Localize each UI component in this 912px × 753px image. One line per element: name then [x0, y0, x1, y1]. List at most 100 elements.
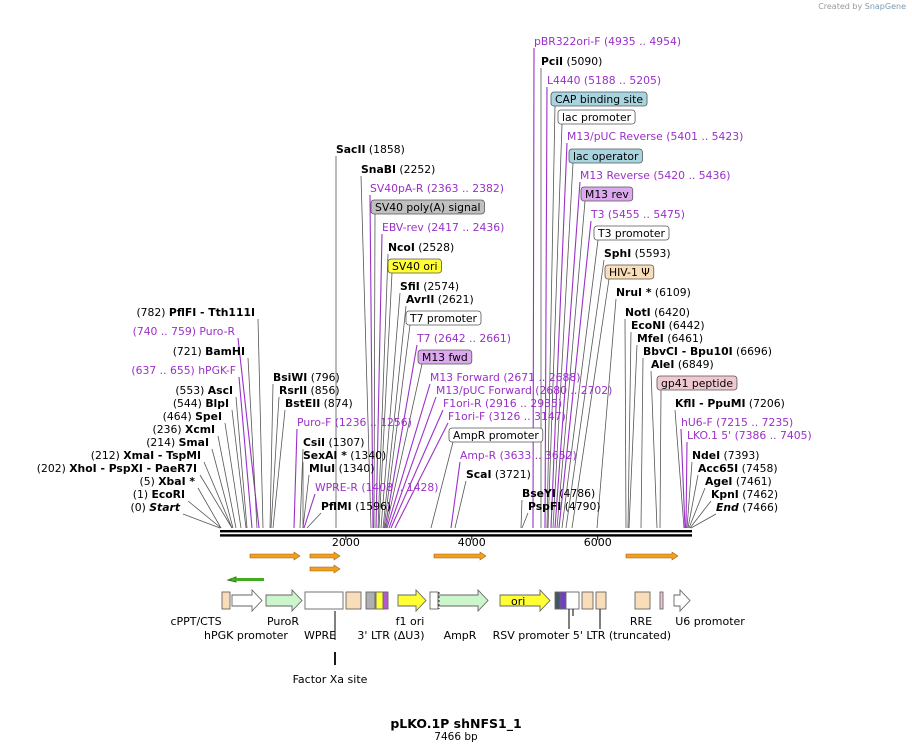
snapgene-brand: SnapGene [864, 2, 906, 11]
site-connector [550, 142, 568, 529]
label-ncoi: NcoI (2528) [377, 241, 454, 529]
svg-text:ScaI (3721): ScaI (3721) [466, 468, 531, 481]
label-acc65i: Acc65I (7458) [687, 462, 778, 529]
feature-gp41 [659, 591, 664, 610]
site-connector [238, 376, 253, 529]
orf-arrow [625, 551, 679, 561]
feature-label: T3 promoter [597, 227, 666, 240]
feature-badge [580, 186, 634, 202]
svg-text:NotI (6420): NotI (6420) [625, 306, 690, 319]
feature-name-3-ltr-u3: 3' LTR (ΔU3) [357, 629, 424, 642]
label-smai: (214) SmaI [146, 436, 234, 529]
label-pflmi: PflMI (1596) [306, 500, 391, 529]
svg-text:MluI (1340): MluI (1340) [309, 462, 375, 475]
label-f1ori-r: F1ori-R (2916 .. 2935) [390, 397, 562, 529]
label-m13-reverse: M13 Reverse (5420 .. 5436) [554, 169, 730, 529]
feature-badge [405, 310, 482, 326]
site-connector [624, 318, 627, 529]
feature-name-u6-promoter: U6 promoter [675, 615, 745, 628]
site-connector [520, 499, 523, 529]
label-bamhi: (721) BamHI [173, 345, 258, 529]
site-connector [640, 357, 644, 529]
site-connector [659, 389, 662, 529]
svg-text:BsiWI (796): BsiWI (796) [273, 371, 340, 384]
site-connector [217, 435, 237, 529]
feature-name-hpgk-promoter: hPGK promoter [204, 629, 288, 642]
site-connector [386, 383, 431, 529]
label-bsteii: BstEII (874) [272, 397, 353, 529]
site-connector [674, 409, 685, 529]
feature-badge [568, 148, 643, 164]
scale-tick-label: 4000 [458, 536, 486, 549]
label-ecori: (1) EcoRI [133, 488, 222, 529]
site-connector [680, 428, 686, 529]
svg-text:EcoNI (6442): EcoNI (6442) [631, 319, 705, 332]
feature-rre [634, 591, 651, 610]
label-alei: AleI (6849) [650, 358, 714, 529]
label-nrui: NruI * (6109) [596, 286, 691, 529]
label-f1ori-f: F1ori-F (3126 .. 3147) [394, 410, 566, 529]
svg-text:M13 Reverse (5420 .. 5436): M13 Reverse (5420 .. 5436) [580, 169, 730, 182]
label-m13-puc-forward: M13/pUC Forward (2680 .. 2702) [388, 384, 612, 529]
feature-wpre [304, 591, 344, 610]
site-connector [688, 487, 706, 529]
svg-text:End (7466): End (7466) [716, 501, 778, 514]
svg-text:T7 (2642 .. 2661): T7 (2642 .. 2661) [416, 332, 511, 345]
backbone-top-strand [220, 530, 692, 533]
site-connector [373, 213, 376, 529]
svg-text:(637 .. 655) hPGK-F: (637 .. 655) hPGK-F [131, 364, 236, 377]
svg-text:(782) PflFI - Tth111I: (782) PflFI - Tth111I [136, 306, 255, 319]
feature-sv40-polya [365, 591, 376, 610]
site-connector [686, 461, 693, 529]
site-connector [552, 162, 574, 529]
feature-name-puror: PuroR [267, 615, 299, 628]
feature-ampr [437, 588, 489, 613]
site-connector [224, 422, 242, 529]
site-connector [561, 239, 599, 529]
svg-text:KpnI (7462): KpnI (7462) [711, 488, 778, 501]
svg-text:AgeI (7461): AgeI (7461) [705, 475, 772, 488]
label-pbr322ori-f: pBR322ori-F (4935 .. 4954) [532, 35, 681, 529]
label-sv40-ori: SV40 ori [378, 258, 442, 529]
label-sv40-poly-a-signal: SV40 poly(A) signal [370, 199, 485, 529]
label-sv40pa-r: SV40pA-R (2363 .. 2382) [369, 182, 504, 529]
site-connector [302, 474, 310, 529]
feature-hpgk-promoter [231, 588, 263, 613]
orf-arrow [309, 564, 341, 574]
feature-name-5-ltr-truncated: 5' LTR (truncated) [573, 629, 671, 642]
label-start: (0) Start [131, 501, 221, 529]
site-connector [554, 181, 581, 529]
label-noti: NotI (6420) [624, 306, 690, 529]
label-m13-forward: M13 Forward (2671 .. 2688) [386, 371, 580, 529]
svg-text:SexAI * (1340): SexAI * (1340) [303, 449, 386, 462]
feature-badge [448, 427, 544, 443]
plasmid-size: 7466 bp [434, 731, 478, 743]
orf-arrow [433, 551, 487, 561]
svg-text:M13/pUC Forward (2680 .. 270: M13/pUC Forward (2680 .. 2702) [436, 384, 612, 397]
svg-text:(544) BlpI: (544) BlpI [173, 397, 229, 410]
feature-lac-region [559, 591, 567, 610]
feature-u6-promoter [673, 588, 691, 613]
site-connector [385, 363, 423, 529]
feature-m13-site [382, 591, 389, 610]
site-connector [558, 220, 592, 529]
label-hpgk-f: (637 .. 655) hPGK-F [131, 364, 253, 529]
site-connector [380, 292, 401, 529]
site-connector [377, 253, 389, 529]
label-xcmi: (236) XcmI [153, 423, 237, 529]
site-connector [306, 512, 322, 529]
site-connector [270, 396, 280, 529]
label-puro-f: Puro-F (1236 .. 1256) [293, 416, 412, 529]
svg-text:AleI (6849): AleI (6849) [651, 358, 714, 371]
site-connector [628, 344, 638, 529]
site-connector [532, 47, 535, 529]
svg-text:SphI (5593): SphI (5593) [604, 247, 671, 260]
svg-text:(1) EcoRI: (1) EcoRI [133, 488, 185, 501]
site-connector [689, 500, 712, 529]
site-connector [235, 396, 248, 529]
label-sexai: SexAI * (1340) [302, 449, 386, 528]
label-agei: AgeI (7461) [688, 475, 772, 529]
site-connector [269, 383, 274, 529]
label-ampr-promoter: AmpR promoter [430, 427, 544, 529]
svg-text:BbvCI - Bpu10I (6696): BbvCI - Bpu10I (6696) [643, 345, 772, 358]
